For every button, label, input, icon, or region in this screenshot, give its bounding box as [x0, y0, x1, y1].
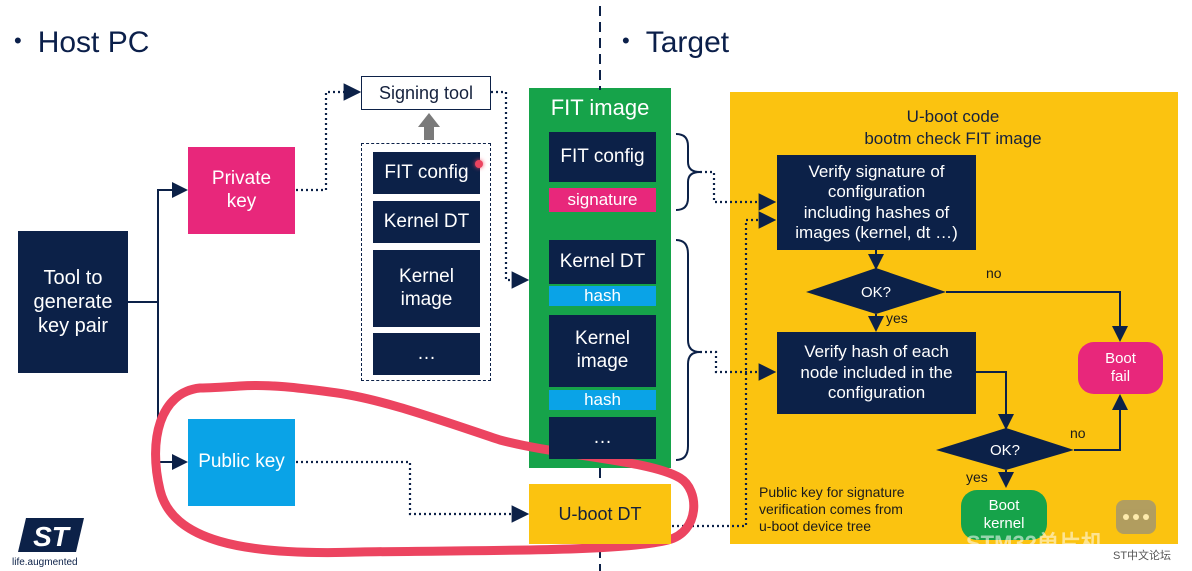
uboot-code-title: U-boot code bootm check FIT image — [864, 106, 1042, 148]
public-key-box: Public key — [188, 419, 295, 506]
ok2-no-arrow — [1074, 394, 1128, 451]
ok2-diamond — [936, 428, 1074, 470]
watermark-text: STM32单片机 — [966, 531, 1103, 556]
signing-tool-box: Signing tool — [361, 76, 491, 110]
tool-to-private-arrow — [128, 182, 188, 303]
fit-config-box: FIT config — [549, 132, 656, 182]
watermark-forum: ST中文论坛 — [1113, 550, 1172, 562]
stack-fit-config: FIT config — [373, 152, 480, 194]
stack-ellipsis: … — [373, 333, 480, 375]
images-brace — [675, 239, 701, 461]
ok1-no-arrow — [946, 291, 1128, 342]
boot-fail-box: Boot fail — [1078, 342, 1163, 394]
verify-hash-box: Verify hash of each node included in the… — [777, 332, 976, 414]
images-to-hash-arrow — [700, 350, 777, 381]
no2-label: no — [1070, 425, 1086, 441]
red-dot-marker — [475, 160, 483, 168]
public-key-note: Public key for signature verification co… — [759, 484, 905, 535]
fit-config-brace — [675, 133, 701, 211]
watermark-bubble-icon — [1116, 500, 1156, 534]
fit-image-title: FIT image — [550, 95, 650, 120]
config-to-verify-arrow — [700, 170, 777, 211]
kernel-dt-box: Kernel DT — [549, 240, 656, 284]
hash-to-ok2-arrow — [976, 371, 1014, 430]
ok1-diamond — [806, 268, 946, 314]
stack-kernel-dt: Kernel DT — [373, 201, 480, 243]
public-to-ubootdt-arrow — [296, 460, 530, 523]
st-logo-mark: ST — [18, 518, 84, 552]
tool-generate-key-pair: Tool to generate key pair — [18, 231, 128, 373]
target-header: • Target — [622, 26, 729, 60]
tool-to-public-arrow — [157, 302, 188, 470]
yes2-label: yes — [966, 469, 988, 485]
ubootdt-to-verify-arrow — [672, 211, 777, 528]
private-key-box: Private key — [188, 147, 295, 234]
fit-ellipsis-box: … — [549, 417, 656, 459]
bullet: • — [14, 28, 22, 53]
no1-label: no — [986, 265, 1002, 281]
bullet: • — [622, 28, 630, 53]
signature-box: signature — [549, 188, 656, 212]
stack-kernel-image: Kernel image — [373, 250, 480, 327]
highlight-circle — [151, 380, 699, 558]
yes1-label: yes — [886, 310, 908, 326]
st-logo-text: ST — [33, 521, 72, 552]
gray-arrow-shaft — [424, 126, 434, 140]
boot-kernel-box: Boot kernel — [961, 490, 1047, 540]
private-to-signing-arrow — [296, 83, 362, 192]
uboot-dt-box: U-boot DT — [529, 484, 671, 544]
logo-tagline: life.augmented — [12, 557, 78, 568]
host-pc-title: Host PC — [37, 26, 150, 59]
signing-input-stack — [361, 143, 491, 381]
signing-to-fit-arrow — [491, 90, 530, 289]
verify-signature-box: Verify signature of configuration includ… — [777, 155, 976, 250]
kernel-image-box: Kernel image — [549, 315, 656, 387]
kernel-dt-hash-box: hash — [549, 286, 656, 306]
kernel-image-hash-box: hash — [549, 390, 656, 410]
gray-arrow-head — [418, 113, 440, 127]
host-pc-header: • Host PC — [14, 26, 149, 60]
ok1-label: OK? — [860, 283, 891, 301]
ok2-label: OK? — [989, 441, 1020, 459]
target-title: Target — [645, 26, 730, 59]
